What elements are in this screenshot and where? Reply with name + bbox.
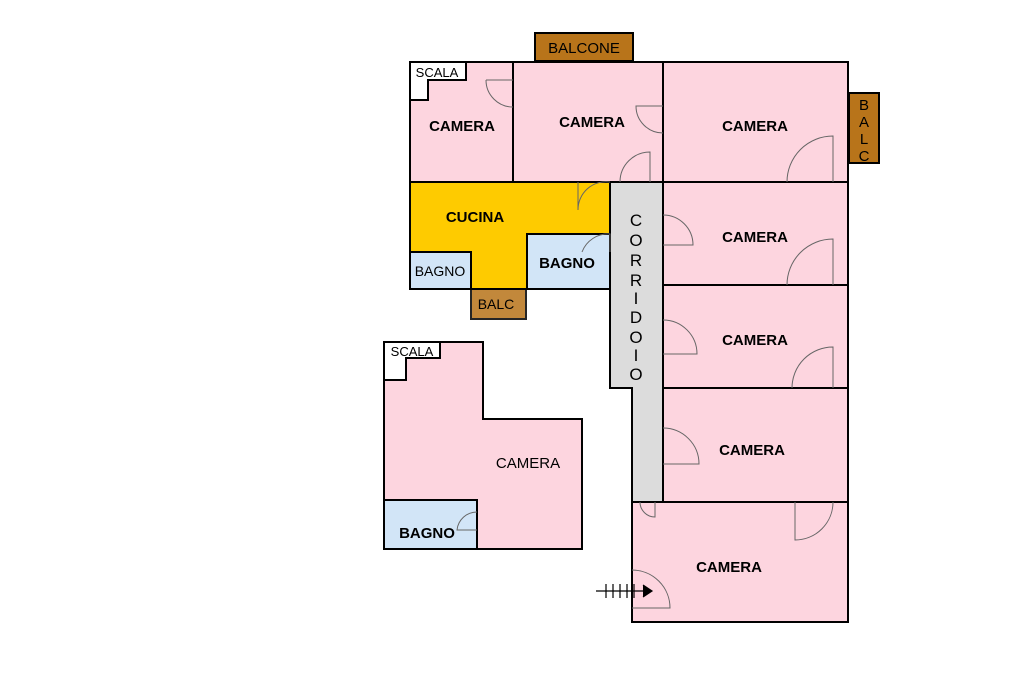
- room-camera-5: [662, 284, 849, 389]
- bagno-1-label: BAGNO: [415, 263, 466, 279]
- camera-3-label: CAMERA: [722, 118, 788, 135]
- camera-1-label: CAMERA: [429, 118, 495, 135]
- bagno-2-label: BAGNO: [539, 255, 595, 272]
- svg-text:L: L: [860, 131, 868, 148]
- camera-5-label: CAMERA: [722, 332, 788, 349]
- cucina-label: CUCINA: [446, 209, 504, 226]
- svg-text:A: A: [859, 114, 869, 131]
- balc-small-label: BALC: [478, 296, 515, 312]
- scala-bottom: [383, 341, 441, 381]
- scala-top: [409, 61, 467, 101]
- door-swings: [456, 79, 834, 609]
- camera-8-label: CAMERA: [496, 455, 560, 472]
- svg-text:D: D: [630, 308, 642, 327]
- balc-right-label: B A L C: [859, 97, 870, 165]
- svg-text:R: R: [630, 251, 642, 270]
- bagno-3-label: BAGNO: [399, 525, 455, 542]
- room-bagno-3: [383, 499, 478, 550]
- room-bagno-1: [409, 251, 472, 290]
- camera-6-label: CAMERA: [719, 442, 785, 459]
- room-camera-4: [662, 181, 849, 286]
- svg-text:C: C: [630, 211, 642, 230]
- scala-bottom-label: SCALA: [391, 344, 434, 359]
- entrance-arrow-icon: [596, 584, 654, 598]
- scala-top-label: SCALA: [416, 65, 459, 80]
- balcone-top-label: BALCONE: [548, 40, 620, 57]
- room-camera-3: [662, 61, 849, 183]
- svg-text:R: R: [630, 271, 642, 290]
- camera-4-label: CAMERA: [722, 229, 788, 246]
- corridoio-label: C O R R I D O I O: [629, 211, 642, 384]
- svg-text:I: I: [634, 346, 639, 365]
- svg-text:I: I: [634, 289, 639, 308]
- room-camera-7: [631, 501, 849, 623]
- svg-text:C: C: [859, 148, 870, 165]
- camera-7-label: CAMERA: [696, 559, 762, 576]
- balc-right: [848, 92, 880, 164]
- svg-text:B: B: [859, 97, 869, 114]
- svg-text:O: O: [629, 328, 642, 347]
- svg-text:O: O: [629, 365, 642, 384]
- svg-text:O: O: [629, 231, 642, 250]
- camera-2-label: CAMERA: [559, 114, 625, 131]
